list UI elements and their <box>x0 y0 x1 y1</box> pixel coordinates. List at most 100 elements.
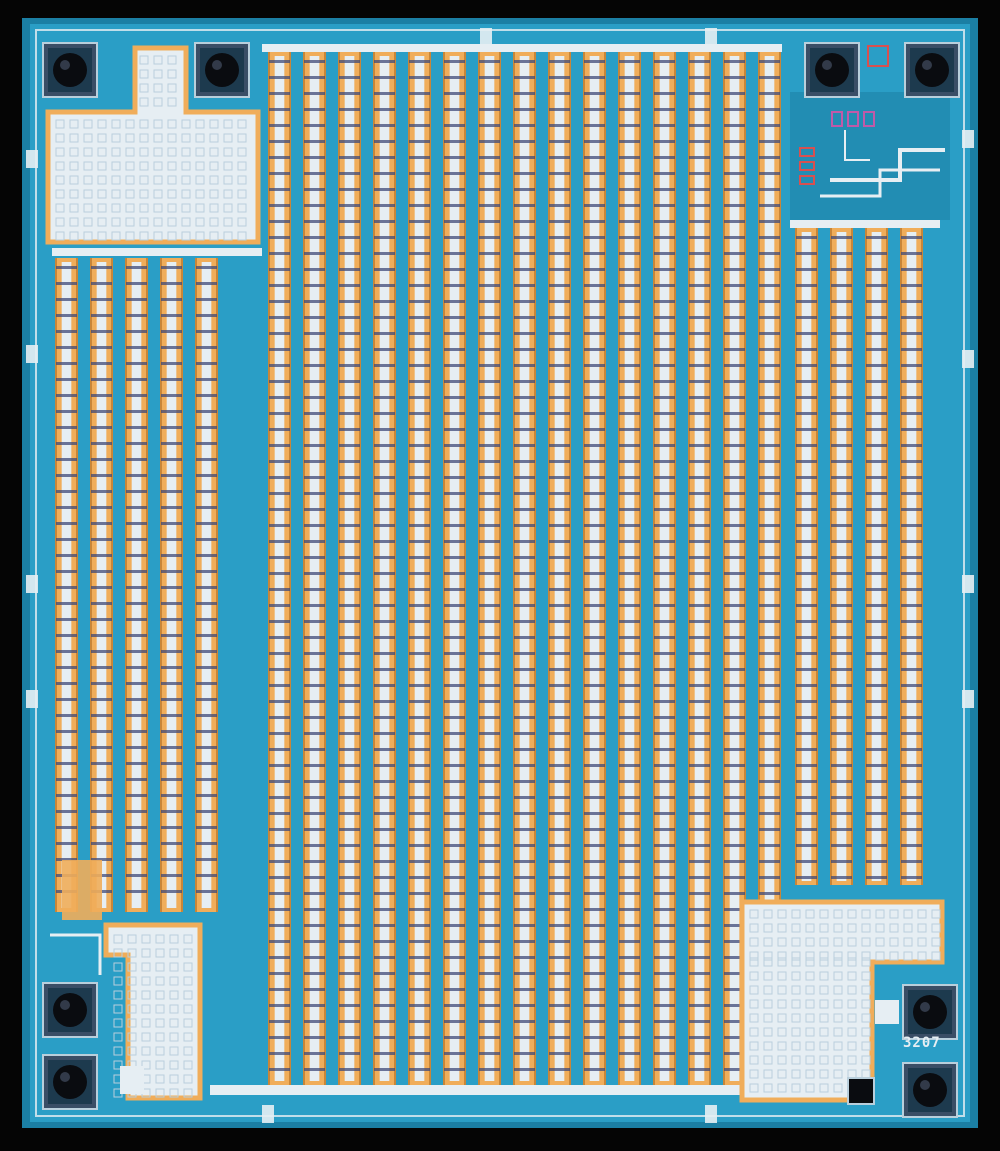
via <box>167 203 177 213</box>
finger-cross <box>796 828 817 831</box>
finger-cross <box>374 220 395 223</box>
finger-cross <box>161 570 182 573</box>
finger-cross <box>56 458 77 461</box>
finger-cross <box>584 124 605 127</box>
finger-cross <box>444 700 465 703</box>
finger-cross <box>514 860 535 863</box>
finger-cross <box>126 554 147 557</box>
finger-cross <box>56 842 77 845</box>
finger <box>830 228 853 885</box>
via <box>153 97 163 107</box>
finger-cross <box>91 458 112 461</box>
finger-cross <box>126 314 147 317</box>
finger-cross <box>196 634 217 637</box>
finger-cross <box>91 346 112 349</box>
via <box>917 909 927 919</box>
finger <box>303 52 326 1085</box>
finger-cross <box>304 428 325 431</box>
via <box>113 1018 123 1028</box>
finger-cross <box>304 188 325 191</box>
finger-cross <box>444 284 465 287</box>
finger-cross <box>91 618 112 621</box>
finger-cross <box>584 556 605 559</box>
finger-cross <box>126 586 147 589</box>
finger-cross <box>126 794 147 797</box>
finger-cross <box>444 460 465 463</box>
finger-cross <box>514 1052 535 1055</box>
finger-cross <box>689 380 710 383</box>
finger-cross <box>549 812 570 815</box>
finger-cross <box>584 396 605 399</box>
finger-cross <box>444 1020 465 1023</box>
finger-cross <box>479 220 500 223</box>
finger-cross <box>584 476 605 479</box>
finger-cross <box>796 380 817 383</box>
via <box>763 937 773 947</box>
finger-cross <box>619 556 640 559</box>
finger <box>548 52 571 1085</box>
finger-cross <box>796 268 817 271</box>
finger-cross <box>161 314 182 317</box>
finger-cross <box>866 812 887 815</box>
finger-cross <box>269 236 290 239</box>
via <box>805 1013 815 1023</box>
finger-cross <box>196 746 217 749</box>
via <box>169 1088 179 1098</box>
finger-cross <box>759 204 780 207</box>
finger-cross <box>584 588 605 591</box>
finger-cross <box>796 316 817 319</box>
finger-cross <box>796 732 817 735</box>
finger-cross <box>339 716 360 719</box>
finger-cross <box>196 490 217 493</box>
finger-cross <box>479 1068 500 1071</box>
finger-cross <box>91 394 112 397</box>
finger-cross <box>866 316 887 319</box>
finger-cross <box>374 556 395 559</box>
finger-metal <box>379 56 390 1081</box>
finger-cross <box>91 858 112 861</box>
bond-ball <box>205 53 239 87</box>
via <box>113 990 123 1000</box>
finger-cross <box>409 956 430 959</box>
finger-cross <box>584 700 605 703</box>
via <box>889 923 899 933</box>
finger <box>408 52 431 1085</box>
finger-cross <box>689 988 710 991</box>
finger-cross <box>831 348 852 351</box>
finger-cross <box>866 844 887 847</box>
finger-cross <box>444 636 465 639</box>
finger-cross <box>444 76 465 79</box>
via <box>237 189 247 199</box>
finger-cross <box>584 300 605 303</box>
finger-cross <box>654 380 675 383</box>
via <box>113 1004 123 1014</box>
via <box>791 937 801 947</box>
finger-cross <box>549 620 570 623</box>
finger-cross <box>724 316 745 319</box>
finger-cross <box>724 972 745 975</box>
finger-cross <box>549 396 570 399</box>
finger-cross <box>269 572 290 575</box>
finger-cross <box>866 540 887 543</box>
finger-cross <box>339 636 360 639</box>
finger-cross <box>689 156 710 159</box>
finger-cross <box>796 524 817 527</box>
finger-cross <box>479 892 500 895</box>
via <box>155 1060 165 1070</box>
finger <box>268 52 291 1085</box>
via <box>819 909 829 919</box>
finger-cross <box>549 460 570 463</box>
finger-cross <box>126 810 147 813</box>
finger-cross <box>689 716 710 719</box>
finger-cross <box>409 604 430 607</box>
finger-cross <box>479 412 500 415</box>
finger-cross <box>901 684 922 687</box>
finger-cross <box>866 492 887 495</box>
finger-cross <box>759 780 780 783</box>
finger-cross <box>831 732 852 735</box>
finger-cross <box>444 156 465 159</box>
finger-cross <box>619 700 640 703</box>
finger <box>55 258 78 912</box>
finger-cross <box>444 188 465 191</box>
finger-cross <box>689 876 710 879</box>
